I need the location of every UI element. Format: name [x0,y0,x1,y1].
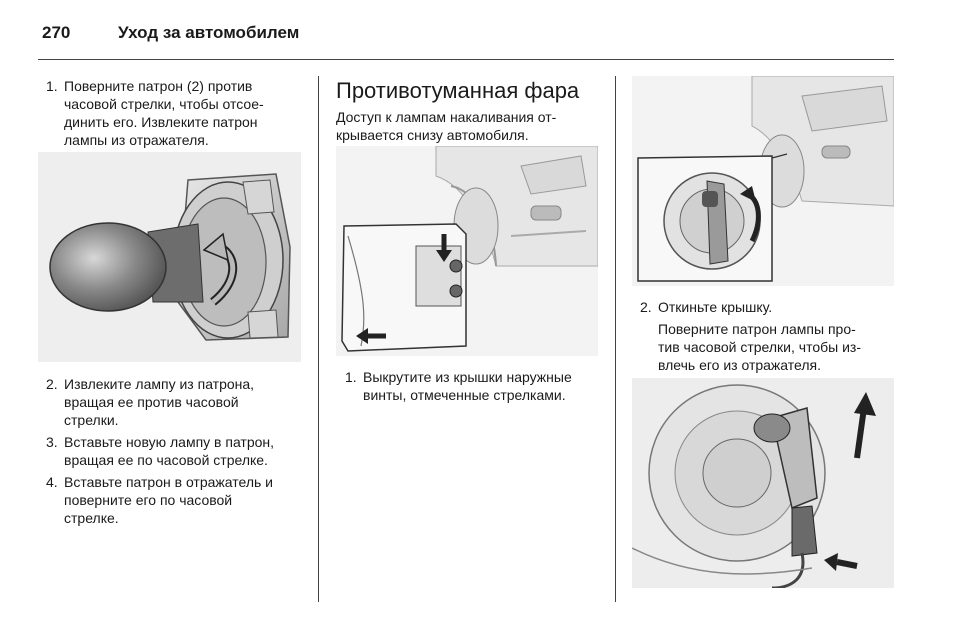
text-line: тив часовой стрелки, чтобы из- [658,339,861,355]
bulb-socket-drawing [38,152,301,362]
text-line: поверните его по часовой [64,492,233,508]
text-line: Вставьте патрон в отражатель и [64,474,273,490]
step-text: Выкрутите из крышки наружные винты, отме… [363,368,607,404]
step-number: 2. [640,299,652,315]
text-line: часовой стрелки, чтобы отсое- [64,96,264,112]
fog-lamp-cover-illustration [632,76,894,286]
text-line: лампы из отражателя. [64,132,209,148]
bulb-socket-illustration [38,152,301,362]
step-number: 3. [46,434,58,450]
text-line: Поверните патрон (2) против [64,78,253,94]
text-line: динить его. Извлеките патрон [64,114,258,130]
text-line: влечь его из отражателя. [658,357,821,373]
step-text: Откиньте крышку. [658,299,773,315]
intro-text: Доступ к лампам накаливания от- крываетс… [336,108,606,144]
step-text: Вставьте новую лампу в патрон, вращая ее… [64,433,310,469]
text-line: стрелке. [64,510,119,526]
step-text: Поверните патрон (2) против часовой стре… [64,77,310,149]
col1-step-1: 1. Поверните патрон (2) против часовой с… [46,77,310,149]
step-number: 1. [46,78,58,94]
text-line: стрелки. [64,412,119,428]
fog-lamp-access-drawing [336,146,598,356]
step-text: Вставьте патрон в отражатель и поверните… [64,473,310,527]
text-line: винты, отмеченные стрелками. [363,387,566,403]
text-line: Извлеките лампу из патрона, [64,376,255,392]
section-heading: Противотуманная фара [336,78,580,103]
header-bar: 270 Уход за автомобилем [42,18,299,48]
section-title: Уход за автомобилем [118,23,300,42]
col1-steps-2-4: 2. Извлеките лампу из патрона, вращая ее… [46,375,310,527]
col3-step-2: 2. Откиньте крышку. Поверните патрон лам… [640,298,896,374]
header-rule [38,59,894,60]
column-divider-1 [318,76,319,602]
step-text: Извлеките лампу из патрона, вращая ее пр… [64,375,310,429]
fog-lamp-socket-drawing [632,378,894,588]
text-line: Выкрутите из крышки наружные [363,369,572,385]
text-line: крывается снизу автомобиля. [336,127,529,143]
text-line: Доступ к лампам накаливания от- [336,109,557,125]
text-line: вращая ее по часовой стрелке. [64,452,268,468]
step-sub-text: Поверните патрон лампы про- тив часовой … [658,320,896,374]
text-line: Поверните патрон лампы про- [658,321,856,337]
fog-lamp-socket-illustration [632,378,894,588]
fog-lamp-access-illustration [336,146,598,356]
text-line: вращая ее против часовой [64,394,239,410]
fog-lamp-cover-drawing [632,76,894,286]
page-number: 270 [42,23,71,42]
col2-step-1: 1. Выкрутите из крышки наружные винты, о… [345,368,607,404]
step-number: 4. [46,474,58,490]
step-number: 1. [345,369,357,385]
column-divider-2 [615,76,616,602]
step-number: 2. [46,376,58,392]
fog-lamp-section: Противотуманная фара Доступ к лампам нак… [336,78,606,144]
text-line: Вставьте новую лампу в патрон, [64,434,275,450]
